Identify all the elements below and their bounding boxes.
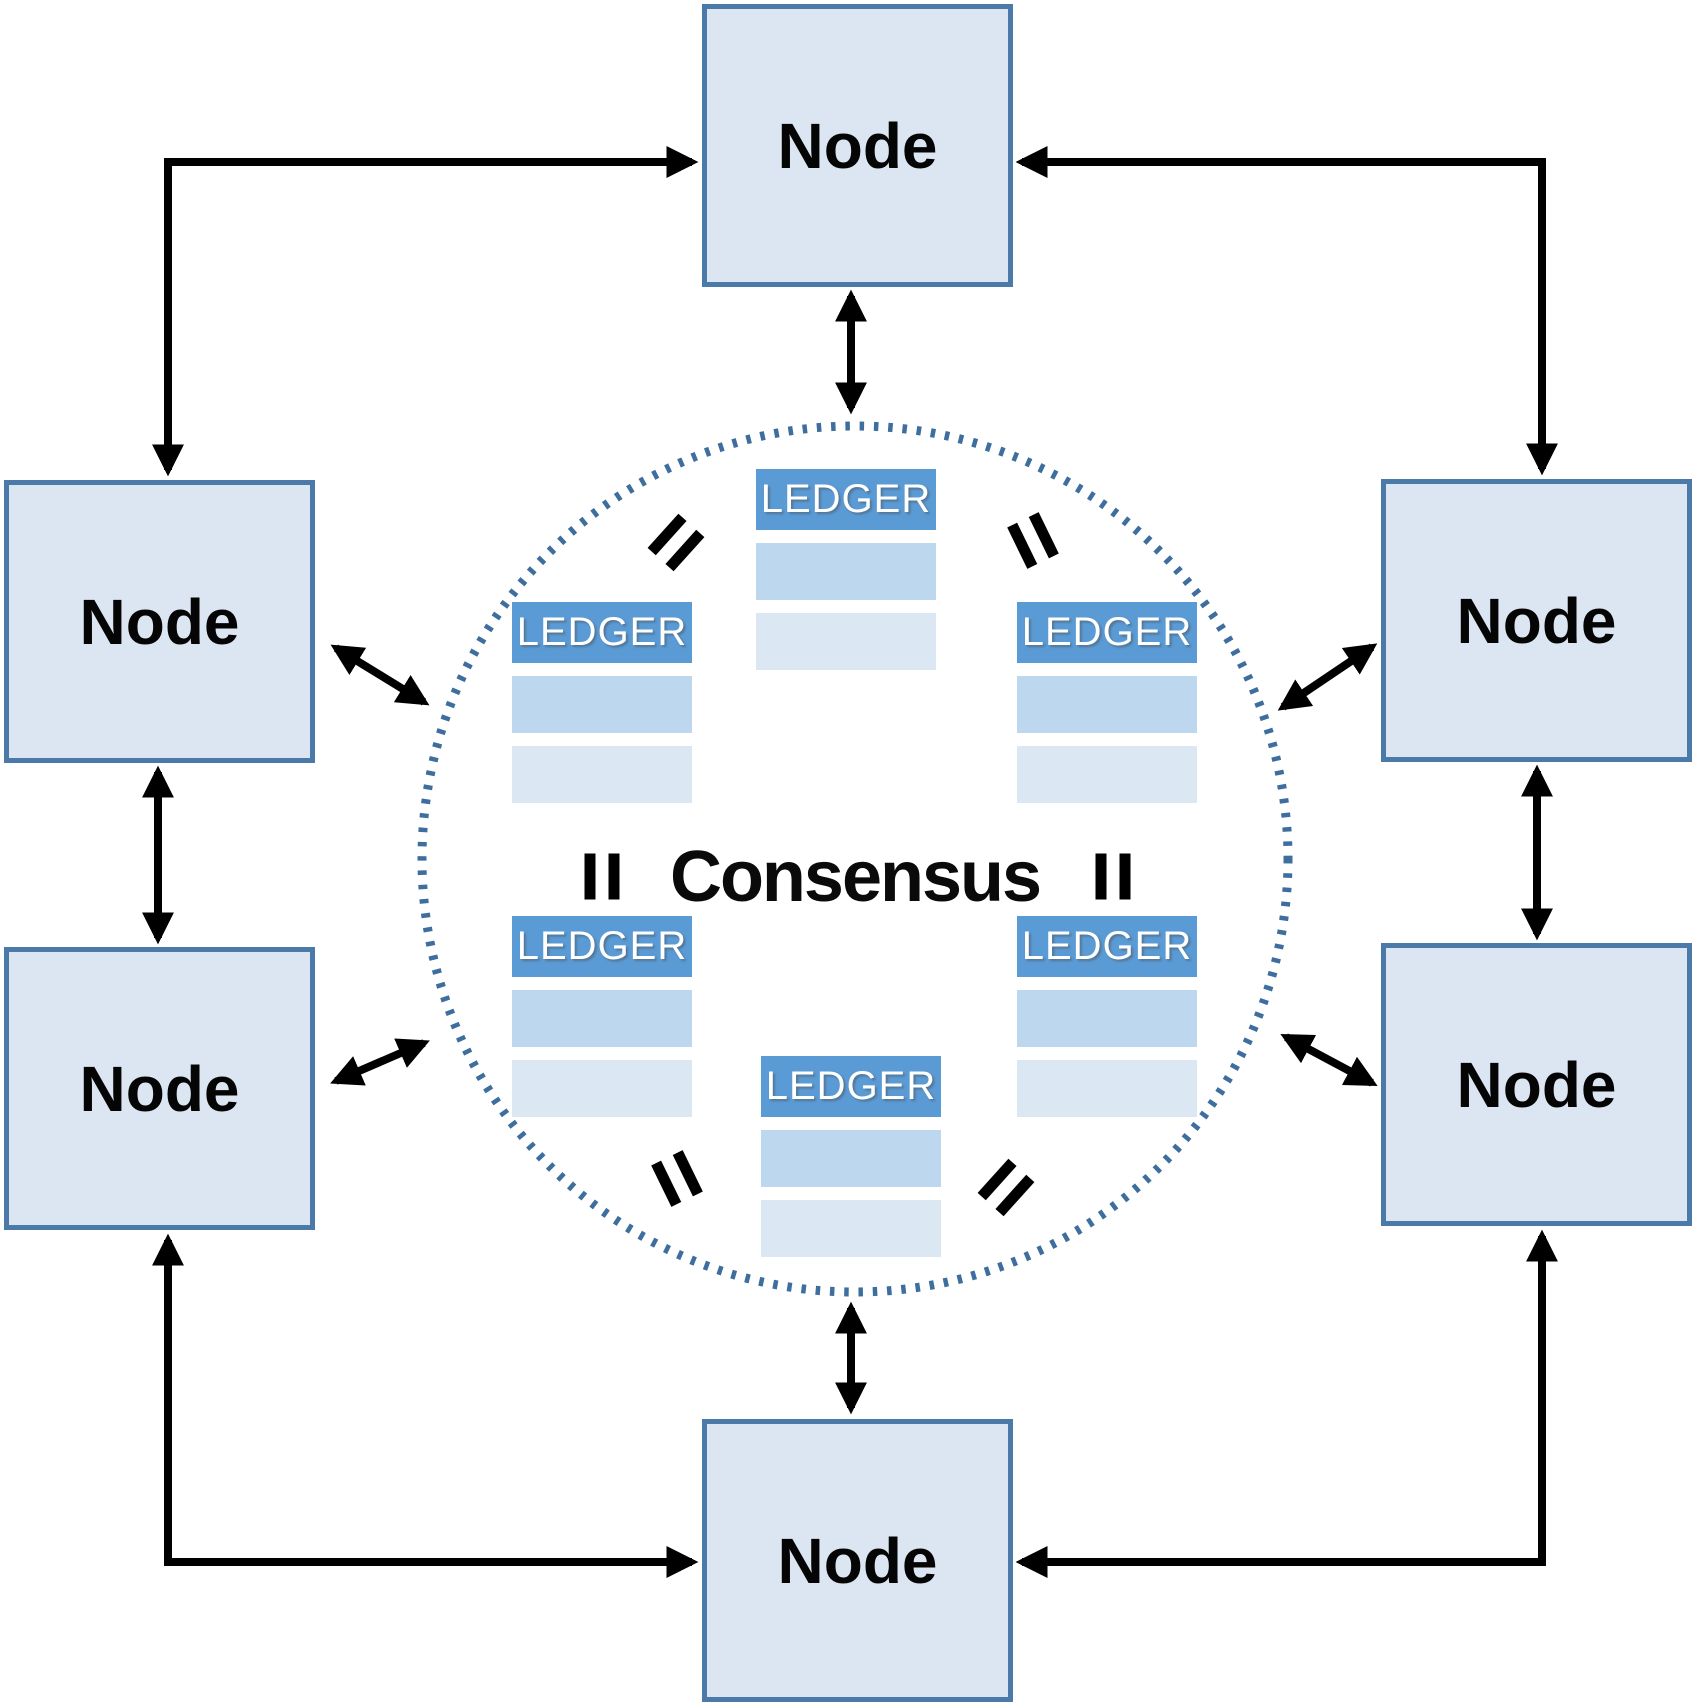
equals-bar	[1119, 853, 1131, 900]
ledger-header: LEDGER	[1017, 916, 1197, 977]
node-box-bottom: Node	[702, 1419, 1013, 1702]
ledger-row	[1017, 746, 1197, 803]
node-box-left-upper: Node	[4, 480, 315, 763]
node-box-left-lower: Node	[4, 947, 315, 1230]
ledger-table-right-upper: LEDGER	[1017, 602, 1197, 803]
node-label: Node	[1456, 1048, 1617, 1121]
ledger-header: LEDGER	[756, 469, 936, 530]
ledger-row	[1017, 990, 1197, 1047]
equals-icon	[584, 853, 620, 900]
ledger-row	[512, 676, 692, 733]
ledger-header: LEDGER	[512, 602, 692, 663]
ledger-row	[512, 1060, 692, 1117]
ledger-table-bottom: LEDGER	[761, 1056, 941, 1257]
arrow-left-lower-node-circle	[330, 1038, 430, 1086]
arrow-right-upper-node-circle	[1277, 643, 1378, 711]
ledger-row	[1017, 1060, 1197, 1117]
arrow-right-lower-node-circle	[1280, 1033, 1378, 1087]
consensus-circle	[417, 421, 1293, 1297]
equals-bar	[608, 853, 620, 900]
node-box-right-upper: Node	[1381, 479, 1692, 762]
arrow-connector-bottom-left	[152, 1233, 699, 1578]
ledger-table-top: LEDGER	[756, 469, 936, 670]
node-box-right-lower: Node	[1381, 943, 1692, 1226]
consensus-label: Consensus	[669, 837, 1042, 917]
equals-icon	[1095, 853, 1131, 900]
arrow-left-upper-node-circle	[330, 644, 430, 706]
ledger-header: LEDGER	[512, 916, 692, 977]
ledger-row	[761, 1130, 941, 1187]
ledger-header: LEDGER	[761, 1056, 941, 1117]
ledger-table-right-lower: LEDGER	[1017, 916, 1197, 1117]
node-box-top: Node	[702, 4, 1013, 287]
ledger-table-left-lower: LEDGER	[512, 916, 692, 1117]
ledger-table-left-upper: LEDGER	[512, 602, 692, 803]
equals-bar	[1095, 853, 1107, 900]
ledger-header: LEDGER	[1017, 602, 1197, 663]
ledger-row	[756, 543, 936, 600]
node-label: Node	[777, 1524, 938, 1597]
arrow-connector-bottom-right	[1015, 1229, 1558, 1578]
ledger-row	[512, 746, 692, 803]
ledger-row	[761, 1200, 941, 1257]
node-label: Node	[79, 1052, 240, 1125]
equals-bar	[584, 853, 596, 900]
ledger-row	[756, 613, 936, 670]
node-label: Node	[1456, 584, 1617, 657]
ledger-row	[512, 990, 692, 1047]
arrow-connector-top-left	[152, 146, 699, 477]
ledger-row	[1017, 676, 1197, 733]
arrow-connector-top-right	[1015, 146, 1558, 476]
node-label: Node	[777, 109, 938, 182]
node-label: Node	[79, 585, 240, 658]
